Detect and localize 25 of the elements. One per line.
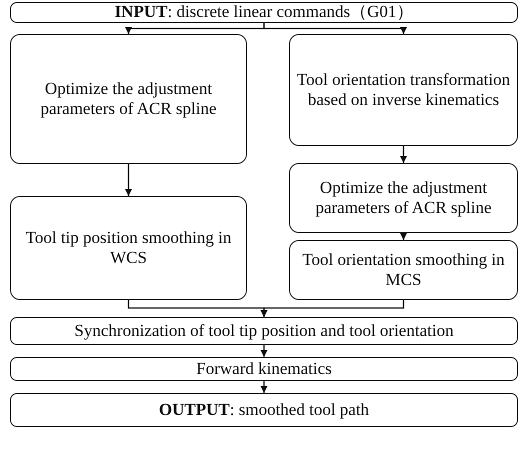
box-label: Tool tip position smoothing in WCS <box>24 228 232 268</box>
process-box <box>10 196 247 300</box>
process-box <box>10 317 518 345</box>
arrow <box>260 300 404 317</box>
box-label: OUTPUT: smoothed tool path <box>158 400 370 420</box>
arrow <box>400 146 407 163</box>
process-box <box>289 34 518 146</box>
arrow <box>260 381 268 393</box>
box-label: Optimize the adjustment parameters of ACR spline <box>314 178 493 218</box>
box-label: Synchronization of tool tip position and tool orientation <box>74 320 454 342</box>
box-label: INPUT: discrete linear commands（G01） <box>114 2 414 23</box>
process-box <box>289 163 518 233</box>
arrow <box>260 345 268 357</box>
arrow <box>125 164 132 196</box>
process-box <box>10 2 518 23</box>
box-label: Tool orientation transformation based on inverse kinematics <box>296 70 511 110</box>
box-label: Optimize the adjustment parameters of ACR spline <box>39 78 218 120</box>
arrow <box>263 23 407 34</box>
box-label: Tool orientation smoothing in MCS <box>301 250 506 290</box>
process-box <box>10 357 518 381</box>
process-box <box>10 34 247 164</box>
process-box <box>10 393 518 427</box>
box-label: Forward kinematics <box>196 358 332 380</box>
arrow <box>400 233 407 240</box>
process-box <box>289 240 518 300</box>
